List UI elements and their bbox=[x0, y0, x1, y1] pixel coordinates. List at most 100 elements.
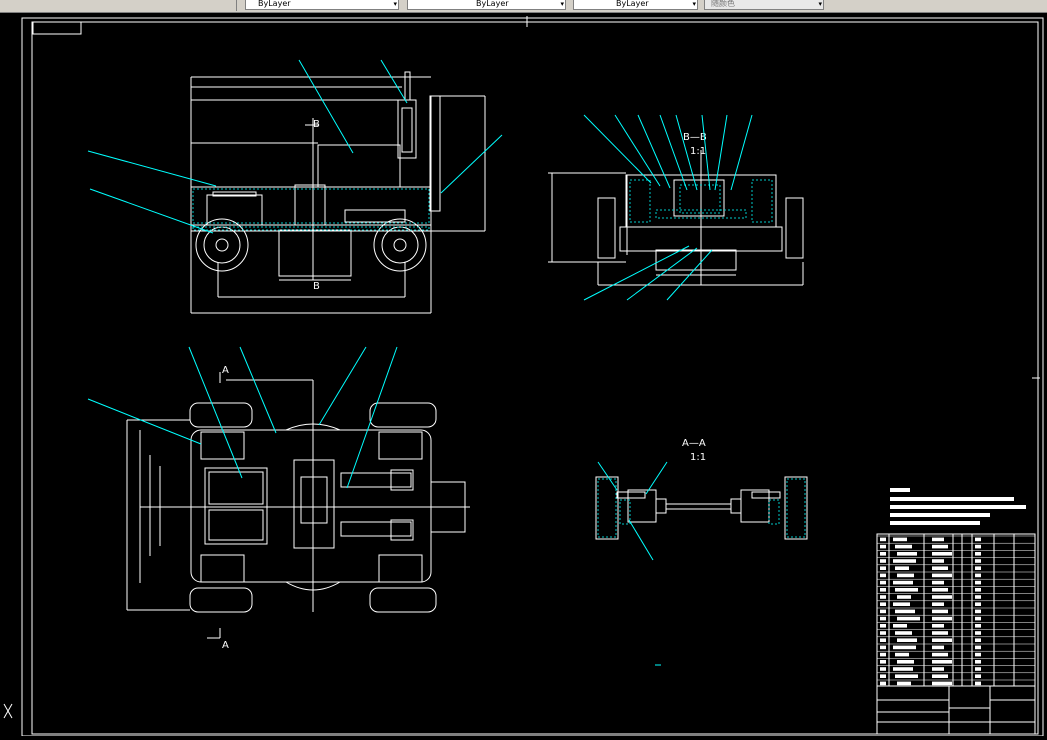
parts-list-cell-text bbox=[932, 624, 944, 628]
parts-list-cell-text bbox=[880, 624, 886, 628]
section-aa-leaders bbox=[597, 461, 668, 561]
cut-label-b-bottom: B bbox=[313, 281, 320, 292]
parts-list-cell-text bbox=[880, 580, 886, 585]
parts-list-cell-text bbox=[880, 552, 886, 556]
parts-list bbox=[876, 533, 1036, 735]
parts-list-cell-text bbox=[897, 681, 911, 686]
parts-list-cell-text bbox=[893, 580, 913, 585]
parts-list-cell-text bbox=[897, 552, 917, 556]
parts-list-cell-text bbox=[895, 544, 912, 549]
parts-list-cell-text bbox=[880, 631, 886, 635]
section-bb bbox=[548, 150, 804, 286]
parts-list-cell-text bbox=[975, 537, 981, 542]
parts-list-cell-text bbox=[880, 681, 886, 686]
parts-list-cell-text bbox=[975, 559, 981, 563]
parts-list-cell-text bbox=[975, 544, 981, 549]
parts-list-cell-text bbox=[880, 645, 886, 650]
chevron-down-icon[interactable]: ▾ bbox=[692, 0, 696, 8]
section-aa-scale: 1:1 bbox=[690, 452, 706, 463]
drawing-frame bbox=[21, 16, 1044, 737]
properties-toolbar: ByLayer ▾ ByLayer ▾ ByLayer ▾ 随颜色 ▾ bbox=[0, 0, 1047, 13]
side-view-leaders bbox=[87, 59, 503, 234]
parts-list-cell-text bbox=[975, 580, 981, 585]
parts-list-cell-text bbox=[897, 638, 917, 642]
section-bb-scale: 1:1 bbox=[690, 146, 706, 157]
layer-dropdown-value: ByLayer bbox=[258, 0, 291, 8]
parts-list-cell-text bbox=[880, 602, 886, 606]
parts-list-cell-text bbox=[975, 674, 981, 678]
parts-list-cell-text bbox=[975, 667, 981, 671]
parts-list-cell-text bbox=[880, 674, 886, 678]
linetype-dropdown[interactable]: ByLayer ▾ bbox=[407, 0, 566, 10]
parts-list-cell-text bbox=[895, 674, 918, 678]
parts-list-cell-text bbox=[975, 552, 981, 556]
parts-list-cell-text bbox=[895, 631, 912, 635]
parts-list-cell-text bbox=[932, 645, 944, 650]
parts-list-cell-text bbox=[932, 652, 948, 657]
parts-list-cell-text bbox=[880, 588, 886, 592]
parts-list-cell-text bbox=[975, 573, 981, 578]
chevron-down-icon[interactable]: ▾ bbox=[818, 0, 822, 8]
technical-notes bbox=[890, 488, 1026, 525]
parts-list-cell-text bbox=[932, 573, 952, 578]
side-view-hatch bbox=[192, 188, 430, 231]
parts-list-cell-text bbox=[897, 595, 911, 599]
section-bb-title: B—B bbox=[683, 132, 707, 143]
parts-list-cell-text bbox=[880, 573, 886, 578]
parts-list-cell-text bbox=[932, 552, 952, 556]
parts-list-cell-text bbox=[880, 667, 886, 671]
layer-dropdown[interactable]: ByLayer ▾ bbox=[245, 0, 399, 10]
parts-list-cell-text bbox=[975, 638, 981, 642]
chevron-down-icon[interactable]: ▾ bbox=[560, 0, 564, 8]
parts-list-cell-text bbox=[880, 537, 886, 542]
parts-list-cell-text bbox=[880, 660, 886, 664]
parts-list-cell-text bbox=[932, 595, 952, 599]
parts-list-cell-text bbox=[932, 638, 952, 642]
parts-list-cell-text bbox=[932, 602, 944, 606]
section-aa-hatch bbox=[597, 478, 806, 538]
parts-list-cell-text bbox=[975, 681, 981, 686]
lineweight-dropdown[interactable]: ByLayer ▾ bbox=[573, 0, 698, 10]
parts-list-cell-text bbox=[880, 544, 886, 549]
parts-list-cell-text bbox=[897, 616, 920, 621]
cut-label-a-top: A bbox=[222, 365, 229, 376]
lineweight-dropdown-value: ByLayer bbox=[616, 0, 649, 8]
parts-list-cell-text bbox=[932, 566, 948, 570]
parts-list-cell-text bbox=[880, 559, 886, 563]
parts-list-cell-text bbox=[975, 631, 981, 635]
plotstyle-dropdown[interactable]: 随颜色 ▾ bbox=[704, 0, 824, 10]
parts-list-cell-text bbox=[975, 652, 981, 657]
parts-list-cell-text bbox=[975, 616, 981, 621]
parts-list-cell-text bbox=[932, 588, 948, 592]
parts-list-cell-text bbox=[932, 681, 952, 686]
parts-list-cell-text bbox=[880, 652, 886, 657]
parts-list-cell-text bbox=[880, 616, 886, 621]
plotstyle-dropdown-value: 随颜色 bbox=[711, 0, 735, 8]
parts-list-cell-text bbox=[975, 588, 981, 592]
side-view bbox=[190, 71, 486, 314]
section-bb-leaders bbox=[583, 114, 753, 301]
parts-list-rows bbox=[877, 535, 1035, 686]
parts-list-cell-text bbox=[880, 566, 886, 570]
parts-list-cell-text bbox=[932, 537, 944, 542]
parts-list-cell-text bbox=[932, 559, 944, 563]
section-aa bbox=[595, 476, 808, 540]
parts-list-cell-text bbox=[897, 573, 914, 578]
parts-list-cell-text bbox=[932, 631, 948, 635]
parts-list-cell-text bbox=[932, 580, 944, 585]
parts-list-cell-text bbox=[975, 566, 981, 570]
parts-list-cell-text bbox=[975, 602, 981, 606]
parts-list-cell-text bbox=[932, 667, 944, 671]
chevron-down-icon[interactable]: ▾ bbox=[393, 0, 397, 8]
cad-drawing: B B B—B 1:1 bbox=[3, 16, 1044, 737]
top-view-leaders bbox=[87, 346, 398, 489]
parts-list-cell-text bbox=[975, 660, 981, 664]
parts-list-cell-text bbox=[880, 595, 886, 599]
parts-list-cell-text bbox=[893, 602, 910, 606]
parts-list-cell-text bbox=[975, 624, 981, 628]
parts-list-cell-text bbox=[932, 660, 952, 664]
parts-list-cell-text bbox=[893, 645, 916, 650]
drawing-canvas[interactable]: B B B—B 1:1 bbox=[0, 12, 1047, 737]
section-aa-title: A—A bbox=[682, 438, 706, 449]
parts-list-cell-text bbox=[880, 609, 886, 614]
